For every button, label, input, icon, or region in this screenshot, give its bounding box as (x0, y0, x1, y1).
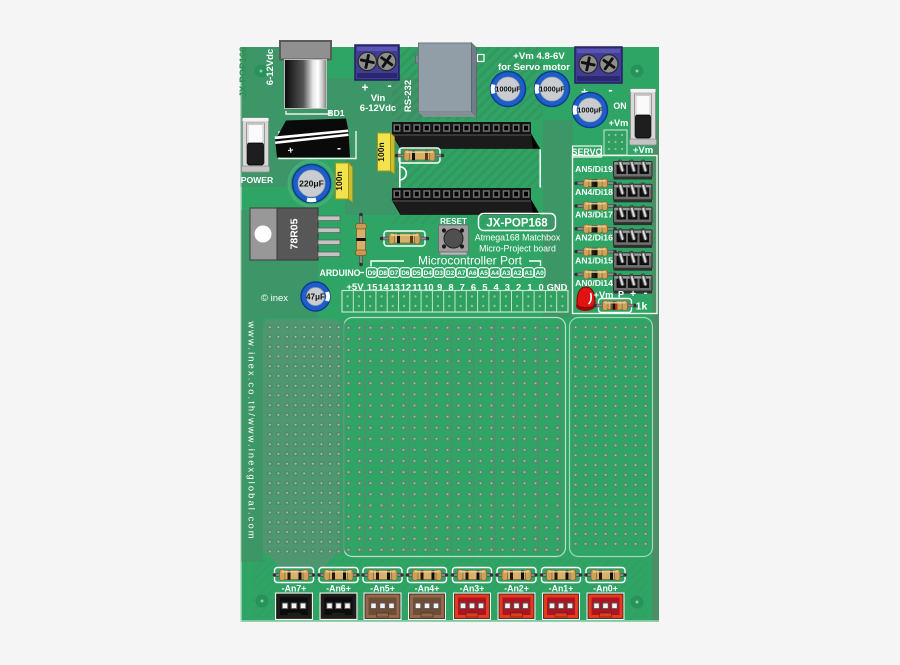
svg-text:+Vm: +Vm (594, 290, 614, 300)
svg-text:+Vm 4.8-6V: +Vm 4.8-6V (513, 51, 565, 62)
svg-text:JX-POP168: JX-POP168 (238, 47, 249, 98)
svg-text:100n: 100n (376, 142, 386, 161)
svg-text:2: 2 (516, 282, 521, 293)
svg-text:+: + (361, 81, 368, 95)
svg-text:AN2/Di16: AN2/Di16 (575, 233, 613, 243)
svg-text:P: P (618, 290, 624, 300)
svg-text:D4: D4 (424, 270, 433, 277)
svg-text:AN4/Di18: AN4/Di18 (575, 187, 613, 197)
svg-text:Vin: Vin (371, 93, 386, 104)
svg-text:A6: A6 (468, 270, 477, 277)
svg-text:+5V: +5V (346, 282, 364, 293)
svg-text:A7: A7 (457, 270, 466, 277)
svg-text:-: - (608, 82, 612, 97)
svg-text:AN3/Di17: AN3/Di17 (575, 210, 613, 220)
svg-text:8: 8 (448, 282, 453, 293)
svg-text:47μF: 47μF (306, 292, 325, 301)
svg-text:www.inex.co.th/www.inexglobal.: www.inex.co.th/www.inexglobal.com (247, 320, 258, 540)
svg-text:A0: A0 (536, 270, 545, 277)
svg-text:D8: D8 (379, 270, 388, 277)
svg-text:AN5/Di19: AN5/Di19 (575, 164, 613, 174)
svg-text:D6: D6 (401, 270, 410, 277)
svg-text:-: - (644, 287, 648, 299)
svg-text:6-12Vdc: 6-12Vdc (265, 49, 276, 85)
svg-text:7: 7 (460, 282, 465, 293)
svg-text:D5: D5 (412, 270, 421, 277)
svg-text:D7: D7 (390, 270, 399, 277)
svg-text:1000μF: 1000μF (577, 106, 603, 115)
svg-text:ON: ON (613, 101, 626, 111)
svg-text:-An2+: -An2+ (504, 584, 529, 594)
svg-text:+: + (287, 145, 294, 157)
svg-text:9: 9 (437, 282, 442, 293)
svg-text:AN0/Di14: AN0/Di14 (575, 278, 613, 288)
svg-text:GND: GND (547, 282, 568, 293)
svg-text:JX-POP168: JX-POP168 (486, 218, 548, 230)
svg-text:78R05: 78R05 (289, 218, 301, 249)
svg-text:A3: A3 (502, 270, 511, 277)
svg-text:+: + (581, 85, 588, 99)
svg-text:for Servo motor: for Servo motor (498, 62, 570, 73)
svg-text:-An1+: -An1+ (549, 584, 574, 594)
svg-text:+: + (630, 289, 636, 300)
svg-text:14: 14 (378, 282, 389, 293)
svg-text:0: 0 (539, 282, 544, 293)
svg-text:15: 15 (367, 282, 377, 293)
svg-text:1000μF: 1000μF (539, 85, 565, 94)
svg-text:13: 13 (389, 282, 399, 293)
svg-text:A2: A2 (513, 270, 522, 277)
svg-text:-An7+: -An7+ (282, 584, 307, 594)
svg-text:+Vm: +Vm (633, 145, 653, 156)
svg-text:A5: A5 (480, 270, 489, 277)
svg-text:D2: D2 (446, 270, 455, 277)
svg-text:11: 11 (412, 282, 422, 293)
svg-text:+Vm: +Vm (609, 118, 629, 128)
svg-text:6: 6 (471, 282, 476, 293)
svg-text:220μF: 220μF (299, 179, 324, 189)
svg-text:-: - (337, 141, 341, 155)
svg-text:Micro-Project board: Micro-Project board (479, 244, 556, 254)
svg-text:3: 3 (505, 282, 510, 293)
svg-text:D3: D3 (435, 270, 444, 277)
svg-text:-An5+: -An5+ (370, 584, 395, 594)
svg-text:12: 12 (401, 282, 411, 293)
svg-text:D9: D9 (368, 270, 377, 277)
svg-text:RS-232: RS-232 (403, 80, 414, 112)
svg-text:© inex: © inex (261, 293, 288, 304)
svg-text:4: 4 (493, 282, 499, 293)
svg-text:1: 1 (527, 282, 532, 293)
svg-text:RESET: RESET (440, 217, 467, 226)
svg-text:100n: 100n (334, 171, 344, 190)
svg-text:-An6+: -An6+ (326, 584, 351, 594)
svg-text:BD1: BD1 (327, 108, 344, 118)
svg-text:-An3+: -An3+ (460, 584, 485, 594)
svg-text:SERVO: SERVO (572, 147, 603, 157)
svg-text:5: 5 (482, 282, 487, 293)
svg-text:ARDUINO: ARDUINO (319, 268, 360, 278)
svg-text:Microcontroller Port: Microcontroller Port (418, 254, 523, 268)
svg-text:AN1/Di15: AN1/Di15 (575, 255, 613, 265)
svg-text:POWER: POWER (241, 175, 274, 185)
svg-text:1000μF: 1000μF (495, 85, 521, 94)
svg-text:-An0+: -An0+ (593, 584, 618, 594)
svg-text:10: 10 (423, 282, 433, 293)
svg-text:A1: A1 (524, 270, 533, 277)
svg-text:6-12Vdc: 6-12Vdc (360, 103, 396, 114)
svg-text:-: - (387, 78, 391, 93)
svg-text:Atmega168 Matchbox: Atmega168 Matchbox (475, 233, 561, 243)
svg-text:A4: A4 (491, 270, 500, 277)
svg-text:-An4+: -An4+ (415, 584, 440, 594)
svg-text:1k: 1k (636, 301, 648, 313)
